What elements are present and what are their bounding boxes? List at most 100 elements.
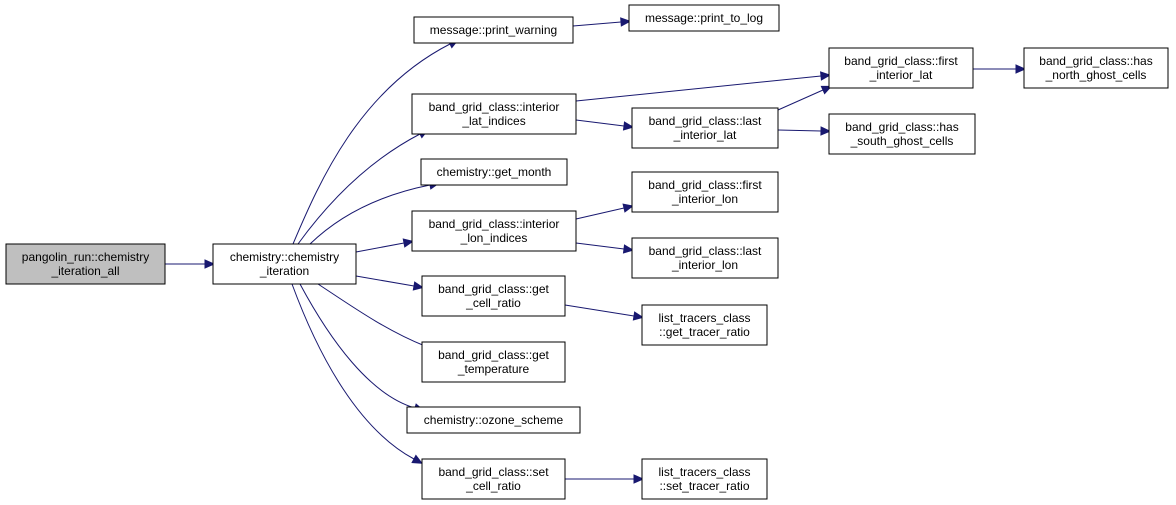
edge-ci-to-scr [291, 283, 424, 464]
node-label: band_grid_class::has [1039, 54, 1152, 68]
edge-lil-to-hsg [777, 126, 832, 136]
edge-line [291, 283, 415, 460]
node-label: band_grid_class::interior [429, 217, 560, 231]
node-box[interactable] [628, 4, 780, 32]
node-box[interactable] [411, 210, 577, 252]
node-label: message::print_to_log [645, 11, 763, 25]
node-label: band_grid_class::first [648, 178, 762, 192]
node-hng[interactable]: band_grid_class::has_north_ghost_cells [1023, 47, 1169, 89]
node-ilo[interactable]: band_grid_class::interior_lon_indices [411, 210, 577, 252]
node-pw[interactable]: message::print_warning [413, 16, 574, 44]
node-label: _interior_lon [671, 258, 738, 272]
edge-line [575, 119, 625, 127]
edge-scr-to-str [565, 474, 645, 484]
node-scr[interactable]: band_grid_class::set_cell_ratio [421, 458, 566, 500]
node-label: chemistry::chemistry [230, 250, 339, 264]
node-gm[interactable]: chemistry::get_month [420, 158, 568, 186]
arrowhead-icon [622, 244, 635, 254]
node-oz[interactable]: chemistry::ozone_scheme [406, 406, 581, 434]
node-box[interactable] [5, 243, 166, 285]
node-llo[interactable]: band_grid_class::last_interior_lon [631, 237, 779, 279]
node-box[interactable] [420, 158, 568, 186]
edge-line [564, 304, 635, 317]
node-box[interactable] [212, 243, 357, 285]
node-label: ::get_tracer_ratio [659, 325, 750, 339]
node-box[interactable] [828, 113, 976, 155]
node-label: band_grid_class::get [438, 282, 549, 296]
edge-line [572, 21, 622, 27]
edge-ci-to-gt [317, 283, 435, 351]
edge-line [355, 275, 415, 287]
node-gtr[interactable]: list_tracers_class::get_tracer_ratio [641, 304, 768, 346]
node-label: ::set_tracer_ratio [659, 479, 749, 493]
node-hsg[interactable]: band_grid_class::has_south_ghost_cells [828, 113, 976, 155]
node-box[interactable] [631, 171, 779, 213]
arrowhead-icon [412, 281, 425, 291]
node-label: _interior_lat [673, 128, 737, 142]
node-label: _iteration [259, 264, 309, 278]
edge-ci-to-oz [299, 283, 425, 413]
arrowhead-icon [820, 126, 832, 136]
node-box[interactable] [641, 458, 768, 500]
node-box[interactable] [631, 237, 779, 279]
edge-line [292, 43, 451, 245]
node-label: band_grid_class::set [438, 465, 549, 479]
node-label: band_grid_class::has [845, 120, 958, 134]
arrowhead-icon [204, 259, 216, 269]
node-box[interactable] [406, 406, 581, 434]
node-box[interactable] [828, 47, 974, 89]
edge-ci-to-ili [297, 129, 430, 245]
edge-line [297, 133, 421, 245]
arrowhead-icon [620, 17, 632, 27]
node-label: _temperature [457, 362, 530, 376]
node-label: band_grid_class::interior [429, 100, 560, 114]
edge-line [575, 242, 625, 250]
node-fil[interactable]: band_grid_class::first_interior_lat [828, 47, 974, 89]
edge-lil-to-fil [777, 85, 833, 111]
node-label: chemistry::get_month [437, 165, 552, 179]
edge-line [777, 89, 824, 111]
node-root[interactable]: pangolin_run::chemistry_iteration_all [5, 243, 166, 285]
node-box[interactable] [411, 93, 577, 135]
arrowhead-icon [1015, 64, 1027, 74]
node-label: band_grid_class::last [649, 244, 762, 258]
node-box[interactable] [421, 458, 566, 500]
node-label: list_tracers_class [658, 311, 750, 325]
node-ptl[interactable]: message::print_to_log [628, 4, 780, 32]
arrowhead-icon [632, 311, 645, 321]
edge-ili-to-lil [575, 119, 635, 131]
node-label: _lon_indices [460, 231, 528, 245]
node-gcr[interactable]: band_grid_class::get_cell_ratio [421, 275, 566, 317]
node-ci[interactable]: chemistry::chemistry_iteration [212, 243, 357, 285]
nodes-layer: pangolin_run::chemistry_iteration_allche… [5, 4, 1169, 500]
edge-line [575, 75, 822, 102]
edge-ilo-to-llo [575, 242, 635, 254]
node-box[interactable] [421, 341, 566, 383]
node-box[interactable] [631, 107, 779, 149]
node-box[interactable] [641, 304, 768, 346]
edge-gcr-to-gtr [564, 304, 645, 321]
node-label: _lat_indices [461, 114, 525, 128]
node-box[interactable] [421, 275, 566, 317]
node-lil[interactable]: band_grid_class::last_interior_lat [631, 107, 779, 149]
node-label: band_grid_class::last [649, 114, 762, 128]
arrowhead-icon [402, 238, 415, 248]
arrowhead-icon [622, 203, 634, 213]
edge-root-to-ci [165, 259, 216, 269]
node-box[interactable] [1023, 47, 1169, 89]
arrowhead-icon [633, 474, 645, 484]
node-box[interactable] [413, 16, 574, 44]
node-ili[interactable]: band_grid_class::interior_lat_indices [411, 93, 577, 135]
node-label: _cell_ratio [465, 296, 521, 310]
node-filo[interactable]: band_grid_class::first_interior_lon [631, 171, 779, 213]
node-label: pangolin_run::chemistry [22, 250, 149, 264]
node-label: band_grid_class::first [844, 54, 958, 68]
edge-line [309, 184, 431, 245]
edge-ilo-to-filo [575, 203, 634, 220]
edge-ili-to-fil [575, 71, 832, 102]
node-gt[interactable]: band_grid_class::get_temperature [421, 341, 566, 383]
edge-pw-to-ptl [572, 17, 632, 27]
node-str[interactable]: list_tracers_class::set_tracer_ratio [641, 458, 768, 500]
arrowhead-icon [820, 71, 832, 81]
